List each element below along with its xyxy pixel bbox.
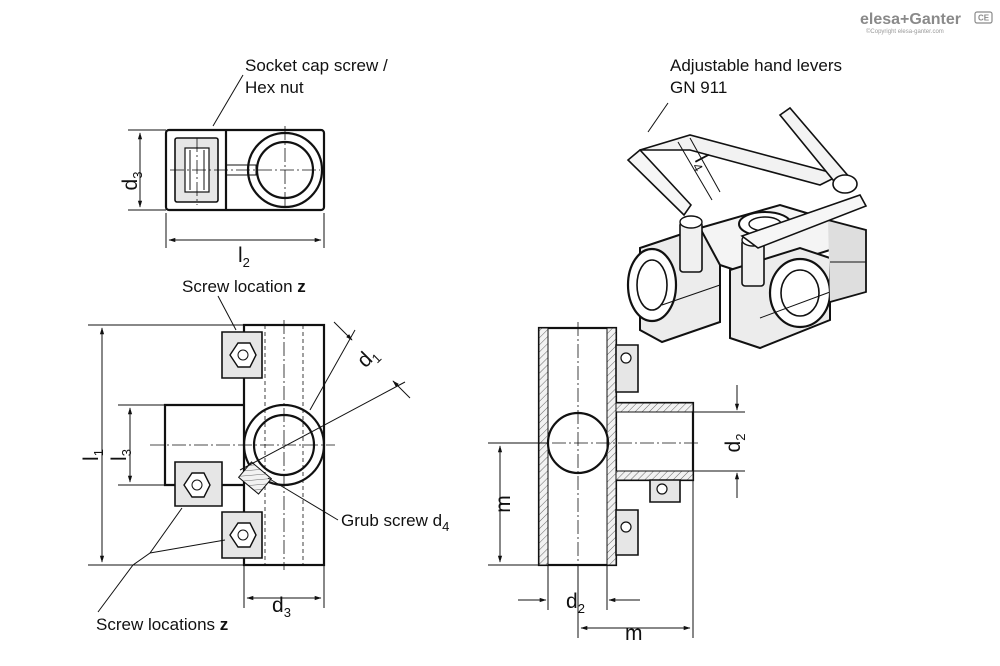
dim-d2-right: d2 [722, 434, 748, 453]
svg-text:l3: l3 [108, 449, 134, 461]
side-view [530, 322, 700, 570]
side-view-dimensions [488, 385, 745, 638]
adjustable-levers-label-line1: Adjustable hand levers [670, 56, 842, 75]
dim-l2: l2 [238, 244, 250, 270]
svg-text:l4: l4 [687, 151, 716, 174]
grub-screw-label: Grub screw d4 [341, 511, 449, 534]
grub-screw-leader [267, 477, 339, 521]
ce-badge-icon [974, 11, 993, 24]
dim-m-bottom: m [625, 622, 643, 645]
socket-cap-screw-label-line1: Socket cap screw / [245, 56, 388, 75]
socket-cap-screw-label-line2: Hex nut [245, 78, 304, 97]
dim-d1: d1 [353, 343, 385, 375]
dim-l3: l3 [108, 449, 134, 461]
top-view-dimensions [128, 129, 325, 248]
screw-location-label: Screw location z [182, 277, 306, 296]
dim-l4: l4 [687, 151, 716, 174]
copyright-text: ©Copyright elesa-ganter.com [866, 28, 944, 35]
isometric-view [626, 106, 868, 350]
front-view-dimensions [88, 321, 411, 608]
brand-logo: elesa+Ganter ©Copyright elesa-ganter.com… [860, 11, 993, 35]
dim-d3-bottom: d3 [272, 594, 291, 620]
screw-location-leader [217, 295, 237, 331]
top-view [164, 74, 326, 214]
svg-text:m: m [492, 495, 515, 513]
dim-d2-bottom: d2 [566, 590, 585, 616]
ce-badge-text: CE [978, 14, 990, 23]
screw-locations-label: Screw locations z [96, 615, 228, 634]
front-view [150, 320, 406, 570]
svg-text:l1: l1 [80, 449, 106, 461]
dim-l1: l1 [80, 449, 106, 461]
screw-locations-leaders [97, 507, 226, 613]
svg-text:d1: d1 [353, 343, 385, 375]
svg-text:d3: d3 [119, 172, 145, 191]
dim-m-vertical: m [492, 495, 515, 513]
dim-d3-top: d3 [119, 172, 145, 191]
brand-logo-text: elesa+Ganter [860, 11, 961, 28]
svg-text:d2: d2 [722, 434, 748, 453]
adjustable-levers-leader [647, 102, 669, 133]
adjustable-levers-label-line2: GN 911 [670, 78, 727, 97]
